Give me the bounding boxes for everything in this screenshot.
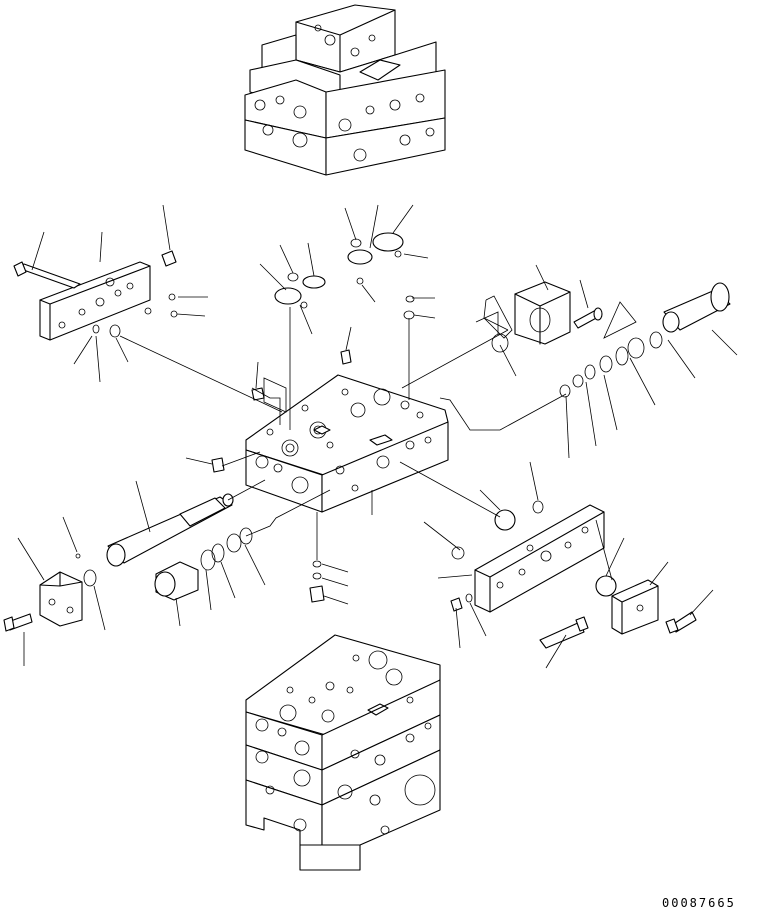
main-valve-block <box>245 374 449 513</box>
right-lower-cover <box>450 500 697 649</box>
top-valve-assembly <box>244 4 446 176</box>
left-cover-group <box>13 250 178 341</box>
bottom-valve-assembly <box>245 634 441 871</box>
callout-brackets <box>263 311 499 413</box>
leader-lines <box>17 204 738 669</box>
drawing-number: 00087665 <box>662 896 736 910</box>
right-upper-parts <box>491 281 731 398</box>
spool-group <box>3 493 253 632</box>
center-small-parts <box>211 232 415 603</box>
